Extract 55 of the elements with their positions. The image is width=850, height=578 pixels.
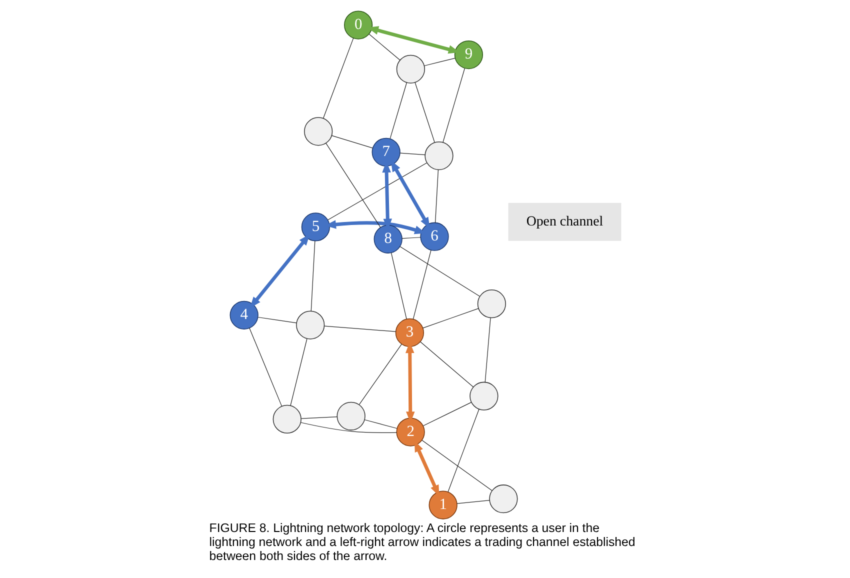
node-circle: 9 <box>454 40 482 70</box>
arrow <box>390 160 430 229</box>
arrow <box>249 234 310 308</box>
node-circle: 8 <box>373 224 402 254</box>
connector <box>364 419 397 429</box>
node-circle <box>296 310 324 340</box>
connector <box>421 440 492 491</box>
node-circle <box>396 54 424 84</box>
connector <box>324 326 396 332</box>
legend-label: Open channel <box>526 214 603 230</box>
connector <box>434 170 438 223</box>
connector <box>330 135 373 148</box>
connector <box>422 308 478 328</box>
connector <box>327 162 427 220</box>
node-circle: 6 <box>420 222 448 251</box>
connector <box>322 38 354 119</box>
connector <box>300 416 337 419</box>
node-circle: 3 <box>394 318 424 347</box>
node-circle: 4 <box>229 300 258 330</box>
connector <box>484 318 490 382</box>
caption: FIGURE 8. Lightning network topology: A circle represents a user in the lightning network and a left-right arrow indicates a trading channel established between both sides of the arrow. <box>208 520 635 563</box>
node-circle <box>304 117 332 146</box>
arrow <box>414 440 439 496</box>
node-circle <box>488 484 518 514</box>
connector <box>358 344 402 405</box>
connector <box>325 142 380 228</box>
connector <box>420 341 474 388</box>
connector <box>447 408 479 492</box>
node-circle: 0 <box>344 10 372 40</box>
connector <box>414 82 434 143</box>
connector <box>422 402 472 426</box>
connector <box>248 328 282 406</box>
connector <box>399 152 425 156</box>
node-circle: 2 <box>396 418 424 446</box>
connector <box>368 34 400 60</box>
connector <box>300 422 396 433</box>
connector <box>257 316 296 324</box>
connector <box>412 250 431 320</box>
connector <box>390 252 406 320</box>
node-circle: 1 <box>428 490 457 520</box>
connector <box>401 237 420 239</box>
connector <box>456 500 490 504</box>
connector <box>310 240 315 312</box>
node-circle <box>469 382 498 410</box>
node-circle <box>476 290 506 318</box>
connector <box>290 338 307 406</box>
connector <box>424 58 455 66</box>
node-circle <box>272 404 301 434</box>
node-circle: 7 <box>371 138 400 166</box>
node-circle <box>424 141 453 170</box>
connector <box>399 246 480 297</box>
node-circle: 5 <box>300 212 330 242</box>
connector <box>389 82 407 139</box>
connector <box>442 68 465 143</box>
node-circle <box>336 402 365 430</box>
